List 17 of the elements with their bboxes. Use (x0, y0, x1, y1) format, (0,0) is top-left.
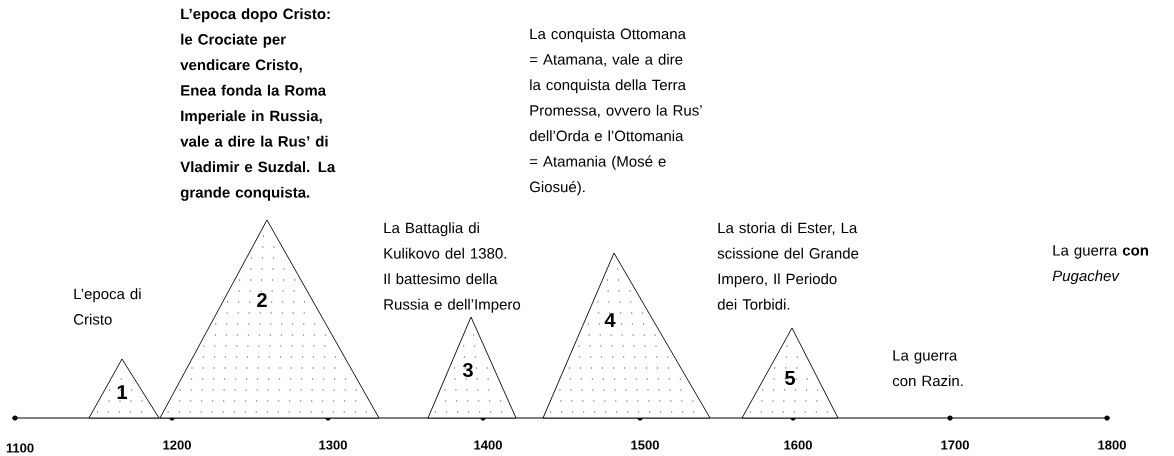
event-description: La storia di Ester, La scissione del Grande Impero, Il Periodo dei Torbidi. (717, 222, 859, 310)
year-label: 1800 (1098, 440, 1126, 450)
year-label: 1300 (319, 440, 347, 450)
year-label: 1700 (941, 440, 969, 450)
year-label: 1100 (6, 443, 34, 453)
year-label: 1200 (163, 440, 191, 450)
event-description: La Battaglia di Kulikovo del 1380. Il battesimo della Russia e dell’Impero (384, 222, 521, 313)
year-label: 1400 (474, 440, 502, 450)
event-description: L’epoca di Cristo (74, 288, 141, 325)
triangle: 4 (542, 252, 711, 419)
year-label: 1500 (631, 440, 659, 450)
triangle: 3 (427, 316, 517, 419)
triangle: 2 (159, 219, 380, 419)
event-description: La guerra con Pugachev (1052, 245, 1148, 285)
triangle: 1 (88, 358, 160, 419)
year-label: 1600 (784, 440, 812, 450)
triangle: 5 (741, 327, 839, 419)
